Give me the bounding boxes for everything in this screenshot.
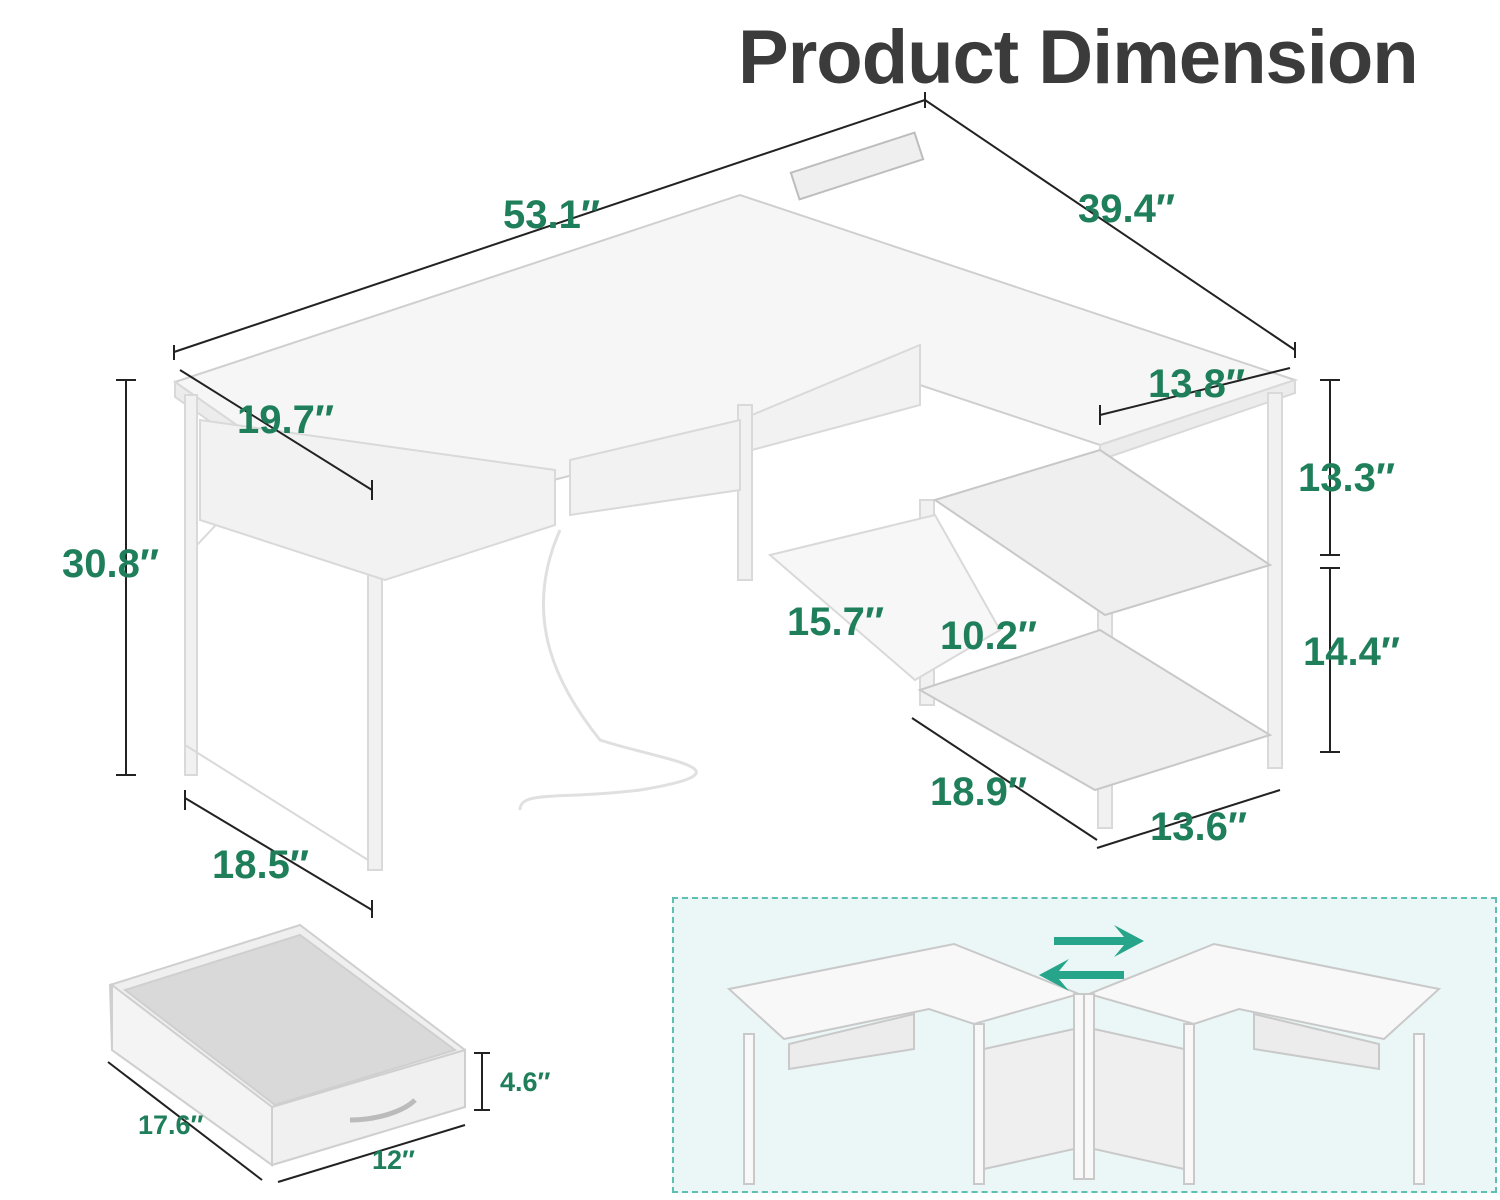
- leg-front-left: [184, 394, 198, 776]
- dim-drawer-length: 17.6″: [138, 1110, 204, 1140]
- leg-return-right: [1267, 392, 1283, 769]
- dimline-shelf-width: [911, 717, 1098, 841]
- dim-height: 30.8″: [62, 542, 160, 586]
- dim-return-depth: 13.8″: [1148, 362, 1246, 406]
- dim-lower-shelf: 14.4″: [1303, 630, 1401, 674]
- drawer-detail: [108, 923, 466, 1167]
- drawer-3: [751, 343, 921, 452]
- dimline-shelf-depth: [1096, 789, 1281, 849]
- dimline-desk-depth: [179, 369, 373, 491]
- dimline-top-length: [173, 99, 926, 353]
- swap-arrows-icon: [1039, 925, 1144, 991]
- page-title: Product Dimension: [738, 15, 1419, 100]
- leg-front-mid: [367, 534, 383, 871]
- shelf-upper: [932, 448, 1273, 617]
- dimline-return-length: [924, 99, 1296, 351]
- dimline-return-depth: [1099, 367, 1291, 416]
- dim-return-length: 39.4″: [1078, 187, 1176, 231]
- reversible-panel: [672, 897, 1497, 1193]
- dim-drawer-height: 4.6″: [500, 1067, 551, 1097]
- dim-drawer-width: 12″: [372, 1145, 415, 1175]
- dim-desk-depth: 19.7″: [237, 398, 335, 442]
- dim-shelf-width: 18.9″: [930, 770, 1028, 814]
- drawer-1: [199, 418, 556, 582]
- power-outlet: [789, 131, 925, 201]
- power-cable: [518, 529, 698, 811]
- dim-tray-width: 15.7″: [787, 600, 885, 644]
- dim-upper-shelf: 13.3″: [1298, 456, 1396, 500]
- drawer-2: [569, 418, 741, 517]
- shelf-lower: [917, 628, 1273, 792]
- dim-leg-depth: 18.5″: [212, 843, 310, 887]
- dim-tray-depth: 10.2″: [940, 614, 1038, 658]
- leg-back-mid: [737, 404, 753, 581]
- reversible-illustration: [726, 925, 1442, 1185]
- dimline-drawer-length: [107, 1061, 263, 1181]
- dimline-leg-depth: [184, 797, 373, 911]
- dim-top-length: 53.1″: [503, 193, 601, 237]
- keyboard-tray: [767, 513, 1002, 682]
- dim-shelf-depth: 13.6″: [1150, 805, 1248, 849]
- dimline-drawer-width: [277, 1124, 466, 1183]
